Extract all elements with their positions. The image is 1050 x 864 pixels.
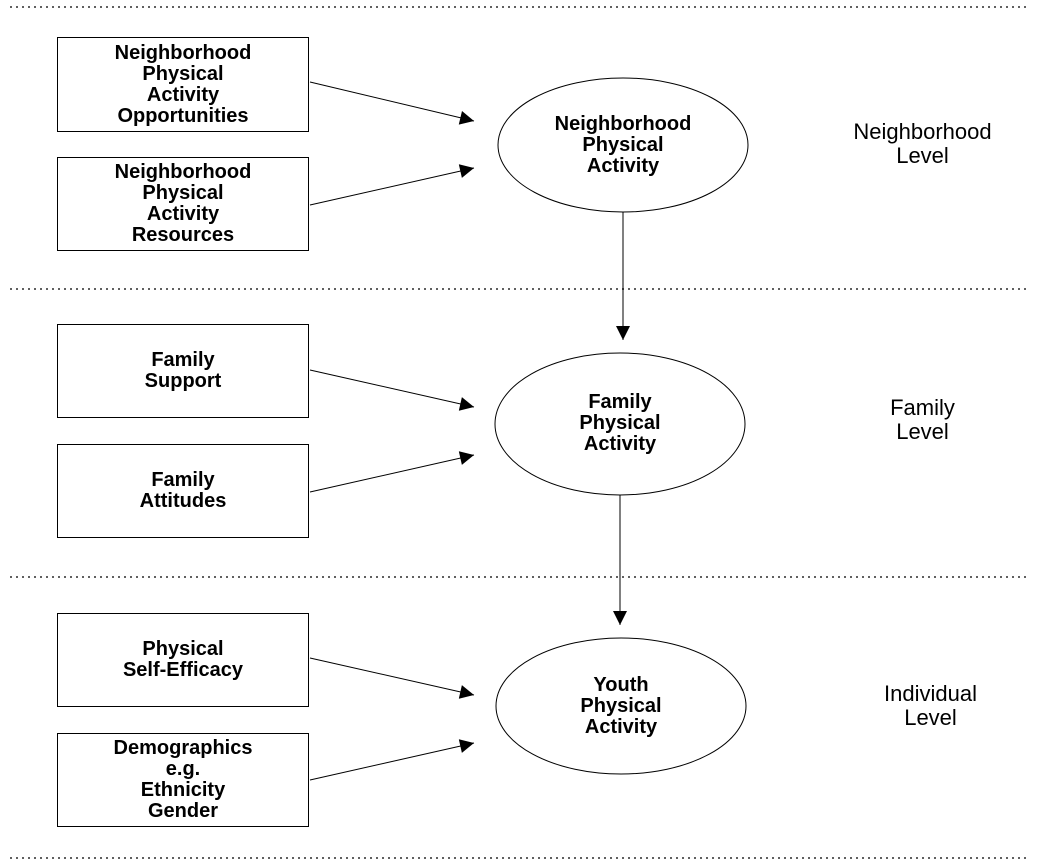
node-text-line: Activity [586, 154, 660, 177]
node-text-line: Physical [579, 411, 661, 434]
family-support-box: Family Support [57, 324, 309, 418]
box-text-line: Opportunities [117, 104, 249, 127]
level-text-line: Individual [884, 681, 977, 706]
box-text-line: Demographics [113, 737, 253, 759]
arrow-demographics-to-youth [309, 739, 475, 781]
node-text-line: Activity [584, 715, 658, 738]
level-text-line: Level [896, 143, 949, 168]
node-text-line: Family [588, 390, 652, 413]
level-text-line: Level [904, 705, 957, 730]
box-text-line: Neighborhood [114, 161, 252, 183]
box-text-line: Physical [142, 182, 224, 204]
neighborhood-resources-box: Neighborhood Physical Activity Resources [57, 157, 309, 251]
youth-physical-activity-label: Youth Physical Activity [496, 673, 746, 739]
node-text-line: Youth [593, 673, 649, 696]
family-attitudes-box: Family Attitudes [57, 444, 309, 538]
node-text-line: Activity [583, 432, 657, 455]
box-text-line: Resources [131, 224, 235, 246]
physical-self-efficacy-box: Physical Self-Efficacy [57, 613, 309, 707]
family-physical-activity-label: Family Physical Activity [495, 390, 745, 456]
arrow-attitudes-to-family [309, 451, 475, 493]
node-text-line: Physical [582, 133, 664, 156]
arrow-resources-to-neighborhood [309, 164, 475, 206]
box-text-line: Ethnicity [140, 779, 226, 801]
box-text-line: Attitudes [139, 490, 227, 512]
node-text-line: Neighborhood [554, 112, 692, 135]
box-text-line: Physical [142, 638, 224, 660]
box-text-line: Neighborhood [114, 41, 252, 64]
level-text-line: Family [890, 395, 955, 420]
arrow-efficacy-to-youth [309, 657, 475, 699]
box-text-line: Support [144, 370, 222, 392]
arrow-support-to-family [309, 369, 475, 411]
box-text-line: Self-Efficacy [122, 659, 244, 681]
level-text-line: Level [896, 419, 949, 444]
box-text-line: e.g. [165, 758, 201, 780]
demographics-box: Demographics e.g. Ethnicity Gender [57, 733, 309, 827]
box-text-line: Physical [142, 62, 224, 85]
node-text-line: Physical [580, 694, 662, 717]
individual-level-label: Individual Level [808, 682, 1050, 730]
level-text-line: Neighborhood [853, 119, 992, 144]
neighborhood-physical-activity-label: Neighborhood Physical Activity [498, 112, 748, 178]
youth-physical-activity-ellipse [495, 637, 747, 775]
box-text-line: Gender [147, 800, 219, 822]
neighborhood-opportunities-box: Neighborhood Physical Activity Opportuni… [57, 37, 309, 132]
arrow-opportunities-to-neighborhood [309, 81, 475, 125]
neighborhood-level-label: Neighborhood Level [800, 120, 1045, 168]
family-level-label: Family Level [800, 396, 1045, 444]
box-text-line: Activity [146, 203, 220, 225]
box-text-line: Family [151, 469, 215, 491]
box-text-line: Activity [146, 83, 220, 106]
box-text-line: Family [151, 349, 215, 371]
